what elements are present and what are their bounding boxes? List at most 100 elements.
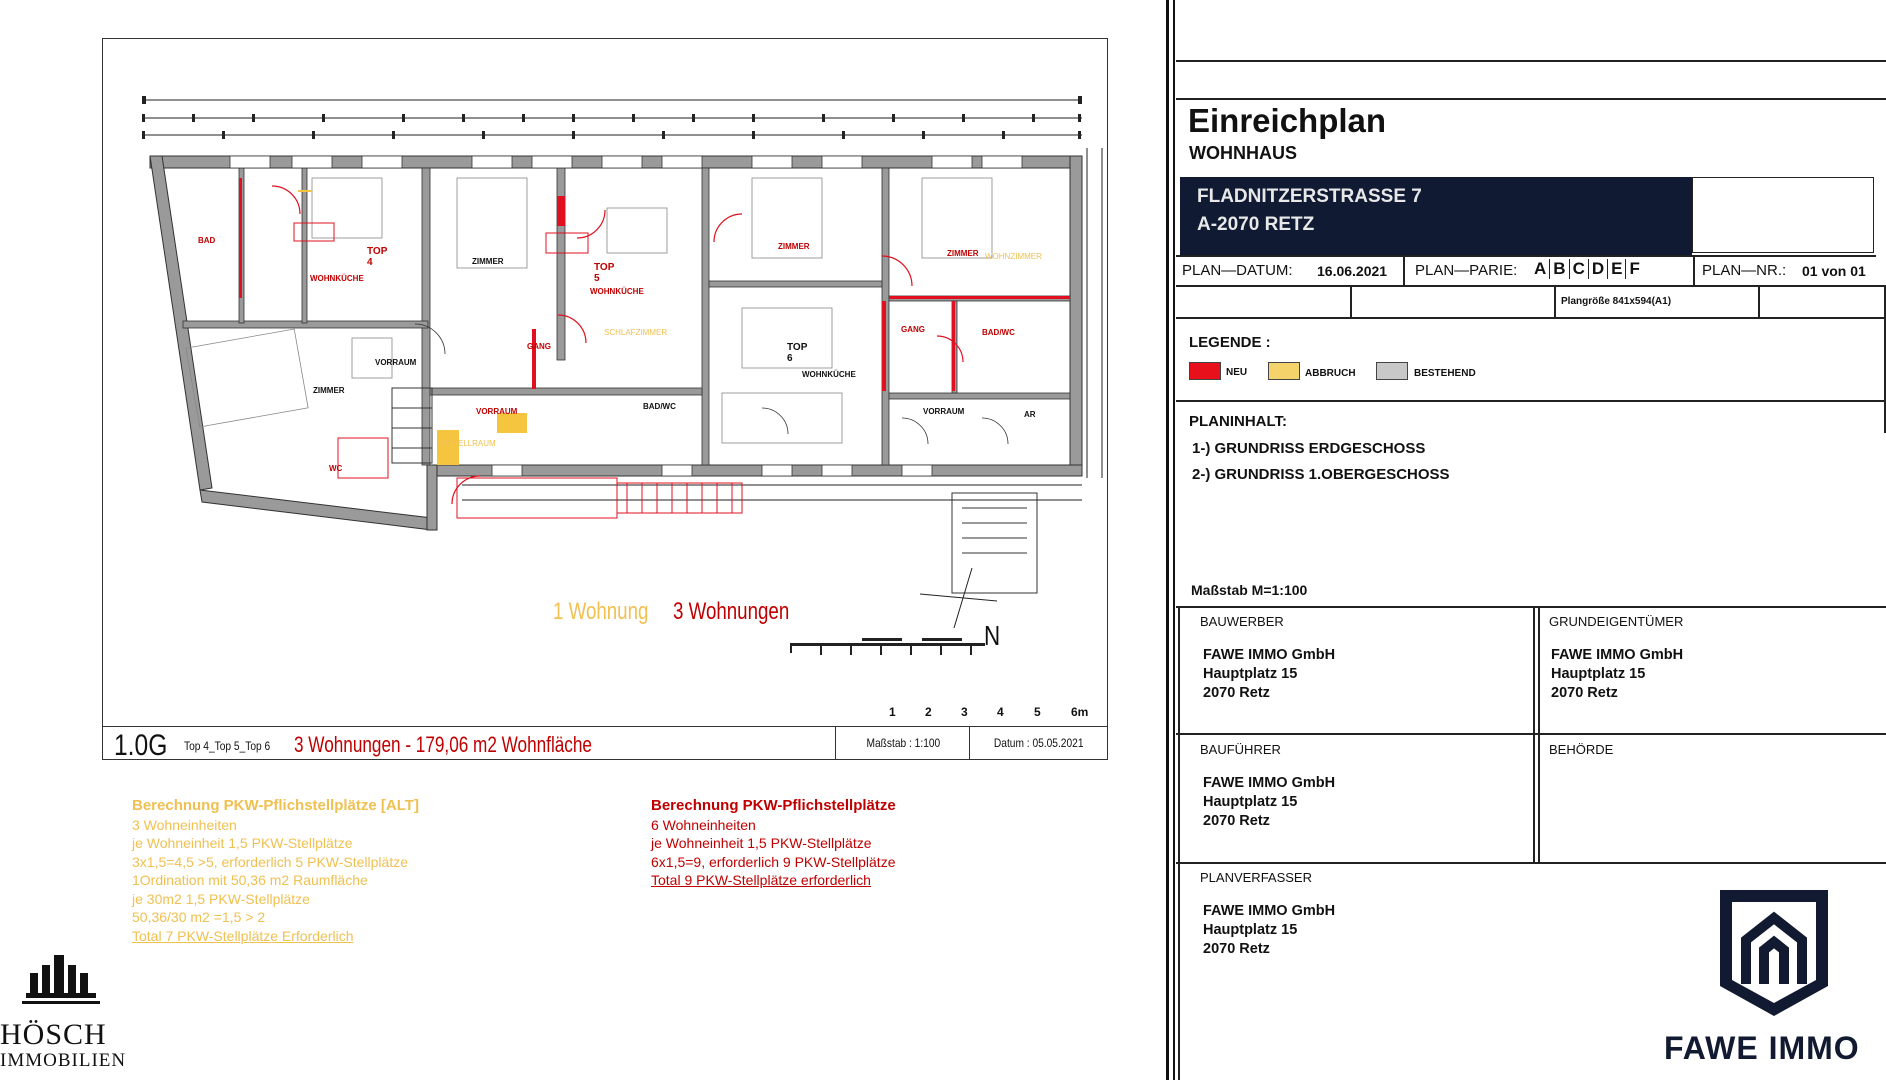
behoerde-label: BEHÖRDE xyxy=(1549,742,1614,757)
bauwerber-label: BAUWERBER xyxy=(1200,614,1284,629)
address-box-empty-cell xyxy=(1692,177,1874,253)
tb-vrule xyxy=(1350,285,1352,317)
plan-date: Datum : 05.05.2021 xyxy=(993,736,1084,750)
tb-rule xyxy=(1176,285,1886,287)
baufuehrer-line: 2070 Retz xyxy=(1203,813,1270,829)
room-label-wohnzimmer: WOHNZIMMER xyxy=(985,252,1042,261)
planverfasser-line: Hauptplatz 15 xyxy=(1203,922,1298,938)
calc-alt-line: 1Ordination mit 50,36 m2 Raumfläche xyxy=(132,872,368,888)
room-label-wohnkueche-3: WOHNKÜCHE xyxy=(802,370,856,379)
room-label-wc: WC xyxy=(329,464,343,473)
parie-letter: C xyxy=(1572,259,1585,278)
parie-letter: D xyxy=(1591,259,1605,278)
floor-plan-drawing xyxy=(142,96,1103,655)
plan-datum-value: 16.06.2021 xyxy=(1317,263,1388,279)
scale-tick-5: 5 xyxy=(1034,705,1041,719)
tb-rule xyxy=(1176,317,1886,319)
baufuehrer-line: FAWE IMMO GmbH xyxy=(1203,775,1336,791)
bauwerber-line: 2070 Retz xyxy=(1203,685,1270,701)
calc-alt-line: 3x1,5=4,5 >5, erforderlich 5 PKW-Stellpl… xyxy=(132,853,409,870)
plan-nr-label: PLAN—NR.: xyxy=(1702,262,1787,279)
parie-letter: E xyxy=(1611,259,1623,278)
address-box xyxy=(1180,177,1692,255)
hoesch-name: HÖSCH xyxy=(0,1018,107,1051)
planverfasser-line: FAWE IMMO GmbH xyxy=(1203,903,1336,919)
bauwerber-line: Hauptplatz 15 xyxy=(1203,666,1298,682)
calc-new-total: Total 9 PKW-Stellplätze erforderlich xyxy=(651,872,871,888)
room-label-ar: AR xyxy=(1024,410,1036,419)
baufuehrer-label: BAUFÜHRER xyxy=(1200,742,1281,757)
planverfasser-line: 2070 Retz xyxy=(1203,941,1270,957)
legend-text-neu: NEU xyxy=(1226,367,1248,378)
plan-summary: 3 Wohnungen - 179,06 m2 Wohnfläche xyxy=(294,732,592,757)
baufuehrer-line: Hauptplatz 15 xyxy=(1203,794,1298,810)
plan-scale-cell: Maßstab : 1:100 xyxy=(835,727,970,759)
tb-vrule xyxy=(1533,606,1535,862)
calc-new-line: 6 Wohneinheiten xyxy=(651,816,756,833)
room-label-top6: TOP 6 xyxy=(787,342,808,364)
planinhalt-item-2: 2-) GRUNDRISS 1.OBERGESCHOSS xyxy=(1192,466,1450,483)
room-label-gang-2: GANG xyxy=(901,325,925,334)
calc-alt-line: je Wohneinheit 1,5 PKW-Stellplätze xyxy=(132,835,353,851)
tb-rule xyxy=(1176,400,1886,402)
scale-tick-3: 3 xyxy=(961,705,968,719)
tb-vrule xyxy=(1693,255,1695,285)
legend-swatch-bestehend xyxy=(1376,362,1408,380)
scale-tick-1: 1 xyxy=(889,705,896,719)
title-block-border-inner xyxy=(1173,0,1175,1080)
calc-alt-line: 3 Wohneinheiten xyxy=(132,816,237,833)
calc-alt-line: je 30m2 1,5 PKW-Stellplätze xyxy=(132,890,310,907)
room-label-badwc: BAD/WC xyxy=(643,402,676,411)
legend-swatch-neu xyxy=(1189,362,1221,380)
scale-tick-4: 4 xyxy=(997,705,1004,719)
room-label-vorraum-2: VORRAUM xyxy=(476,407,518,416)
room-label-wohnkueche-1: WOHNKÜCHE xyxy=(310,274,364,283)
calc-new-line: 6x1,5=9, erforderlich 9 PKW-Stellplätze xyxy=(651,853,896,870)
document-title: Einreichplan xyxy=(1188,102,1387,139)
bauwerber-block: FAWE IMMO GmbH Hauptplatz 15 2070 Retz xyxy=(1203,646,1335,703)
calc-alt-title: Berechnung PKW-Pflichstellplätze [ALT] xyxy=(132,797,419,814)
hoesch-logo-icon xyxy=(22,955,100,1004)
plan-date-cell: Datum : 05.05.2021 xyxy=(969,727,1107,759)
room-label-wohnkueche-2: WOHNKÜCHE xyxy=(590,287,644,296)
grundeigentuemer-block: FAWE IMMO GmbH Hauptplatz 15 2070 Retz xyxy=(1551,646,1683,703)
grundeigentuemer-line: FAWE IMMO GmbH xyxy=(1551,647,1684,663)
room-label-vorraum-1: VORRAUM xyxy=(375,358,417,367)
plan-parie-label: PLAN—PARIE: xyxy=(1415,262,1518,279)
calc-alt: Berechnung PKW-Pflichstellplätze [ALT] 3… xyxy=(132,797,419,945)
legend-label: LEGENDE : xyxy=(1189,334,1271,351)
planinhalt-item-1: 1-) GRUNDRISS ERDGESCHOSS xyxy=(1192,440,1426,457)
room-label-top5: TOP 5 xyxy=(594,262,615,284)
plan-scale: Maßstab : 1:100 xyxy=(866,736,940,750)
calc-alt-line: 50,36/30 m2 =1,5 > 2 xyxy=(132,909,266,925)
scale-tick-2: 2 xyxy=(925,705,932,719)
fawe-immo-logo-icon xyxy=(1720,890,1828,1016)
room-label-zimmer-3: ZIMMER xyxy=(947,249,979,258)
address-line-2: A-2070 RETZ xyxy=(1197,214,1315,235)
massstab: Maßstab M=1:100 xyxy=(1191,582,1308,598)
planverfasser-label: PLANVERFASSER xyxy=(1200,870,1312,885)
plan-tops: Top 4_Top 5_Top 6 xyxy=(184,739,271,753)
tb-rule xyxy=(1176,733,1886,735)
calc-new: Berechnung PKW-Pflichstellplätze 6 Wohne… xyxy=(651,797,896,890)
planinhalt-label: PLANINHALT: xyxy=(1189,413,1288,430)
room-label-bad: BAD xyxy=(198,236,216,245)
room-label-zimmer-1: ZIMMER xyxy=(472,257,504,266)
calc-new-title: Berechnung PKW-Pflichstellplätze xyxy=(651,797,896,814)
tb-rule xyxy=(1176,60,1886,62)
plan-parie-letters: A B C D E F xyxy=(1534,259,1640,279)
hoesch-sub: IMMOBILIEN xyxy=(0,1050,127,1071)
units-new-label: 3 Wohnungen xyxy=(673,598,790,625)
room-label-gang-1: GANG xyxy=(527,342,551,351)
scale-tick-6: 6m xyxy=(1071,705,1089,719)
units-alt-label: 1 Wohnung xyxy=(553,598,649,625)
legend-text-bestehend: BESTEHEND xyxy=(1414,368,1476,379)
baufuehrer-block: FAWE IMMO GmbH Hauptplatz 15 2070 Retz xyxy=(1203,774,1335,831)
title-block-border xyxy=(1166,0,1169,1080)
tb-rule xyxy=(1176,255,1876,257)
calc-alt-total: Total 7 PKW-Stellplätze Erforderlich xyxy=(132,927,354,944)
bauwerber-line: FAWE IMMO GmbH xyxy=(1203,647,1336,663)
plan-frame xyxy=(102,38,1108,760)
grundeigentuemer-label: GRUNDEIGENTÜMER xyxy=(1549,614,1684,629)
plan-level: 1.0G xyxy=(114,729,168,762)
